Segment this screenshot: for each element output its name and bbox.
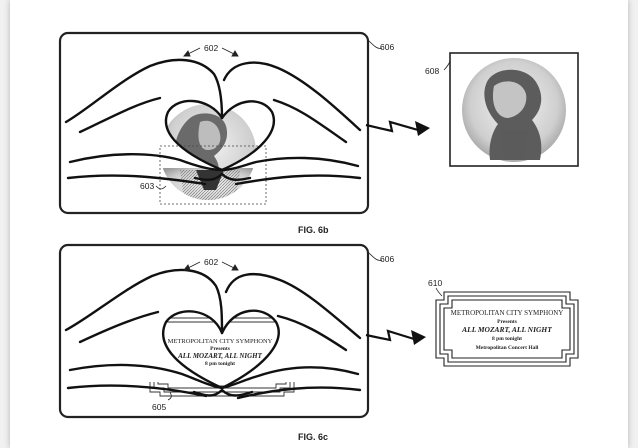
ref-606-top: 606 (380, 42, 394, 52)
poster-line3: ALL MOZART, ALL NIGHT (461, 325, 552, 334)
callout-602-top (183, 47, 239, 57)
poster-partial-line3: ALL MOZART, ALL NIGHT (177, 352, 262, 360)
leader-608 (443, 59, 451, 71)
figure-6c: METROPOLITAN CITY SYMPHONY Presents ALL … (58, 243, 579, 442)
transform-arrow-bottom (365, 329, 426, 345)
poster-partial-line2: Presents (210, 346, 230, 352)
ref-603: 603 (140, 181, 154, 191)
leader-606-top (367, 39, 383, 49)
poster-line2: Presents (497, 319, 517, 325)
leader-606-bottom (367, 251, 383, 261)
result-portrait-608 (449, 52, 579, 167)
transform-arrow-top (365, 120, 430, 136)
heart-hands-top (64, 58, 362, 186)
poster-partial-line4: 8 pm tonight (205, 361, 235, 367)
result-poster-610: METROPOLITAN CITY SYMPHONY Presents ALL … (435, 291, 579, 367)
callout-602-bottom (183, 261, 239, 271)
figure-6b: 602 606 603 608 FIG. 6b (58, 31, 579, 235)
figure-label-6b: FIG. 6b (298, 225, 329, 235)
poster-line4: 8 pm tonight (492, 336, 522, 342)
poster-partial-line1: METROPOLITAN CITY SYMPHONY (168, 338, 273, 345)
leader-605 (167, 391, 172, 401)
poster-line1: METROPOLITAN CITY SYMPHONY (451, 309, 564, 317)
ref-608: 608 (425, 66, 439, 76)
poster-line5: Metropolitan Concert Hall (476, 345, 539, 351)
heart-hands-bottom (64, 268, 362, 400)
leader-603 (155, 185, 167, 190)
leader-610 (435, 287, 443, 297)
ref-606-bottom: 606 (380, 254, 394, 264)
ref-602-top: 602 (204, 43, 218, 53)
ref-605: 605 (152, 402, 166, 412)
figure-label-6c: FIG. 6c (298, 432, 328, 442)
selection-box-603 (159, 145, 267, 205)
ref-602-bottom: 602 (204, 257, 218, 267)
ref-610: 610 (428, 278, 442, 288)
